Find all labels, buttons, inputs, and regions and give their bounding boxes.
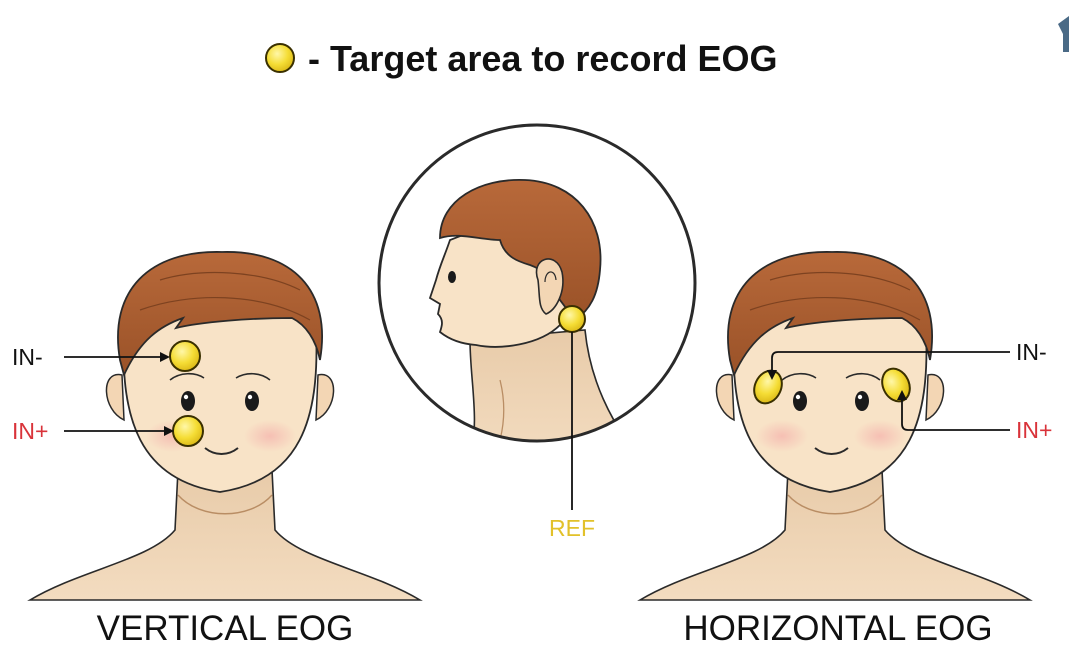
horizontal-eog-figure: IN- IN+ HORIZONTAL EOG <box>640 252 1052 648</box>
horizontal-left-ear <box>716 375 734 420</box>
horizontal-in-minus-label: IN- <box>1016 339 1047 365</box>
legend-electrode-icon <box>266 44 294 72</box>
ref-electrode <box>559 306 585 332</box>
vertical-right-eye <box>245 391 259 411</box>
vertical-right-ear <box>316 375 334 420</box>
horizontal-eog-caption: HORIZONTAL EOG <box>683 609 992 648</box>
vertical-in-plus-electrode <box>173 416 203 446</box>
horizontal-right-eye <box>855 391 869 411</box>
vertical-in-minus-label: IN- <box>12 344 43 370</box>
legend-text: - Target area to record EOG <box>308 38 777 79</box>
vertical-left-ear <box>106 375 124 420</box>
corner-mark-icon <box>1058 16 1069 52</box>
horizontal-in-plus-label: IN+ <box>1016 417 1052 443</box>
ref-label: REF <box>549 515 595 541</box>
vertical-eog-caption: VERTICAL EOG <box>97 609 354 648</box>
side-view-figure: REF <box>379 125 695 541</box>
horizontal-left-eye <box>793 391 807 411</box>
legend: - Target area to record EOG <box>266 38 777 79</box>
vertical-eog-figure: IN- IN+ VERTICAL EOG <box>12 252 420 648</box>
vertical-left-eye <box>181 391 195 411</box>
vertical-in-minus-electrode <box>170 341 200 371</box>
horizontal-right-ear <box>926 375 944 420</box>
vertical-in-plus-label: IN+ <box>12 418 48 444</box>
side-view-eye <box>448 271 456 283</box>
